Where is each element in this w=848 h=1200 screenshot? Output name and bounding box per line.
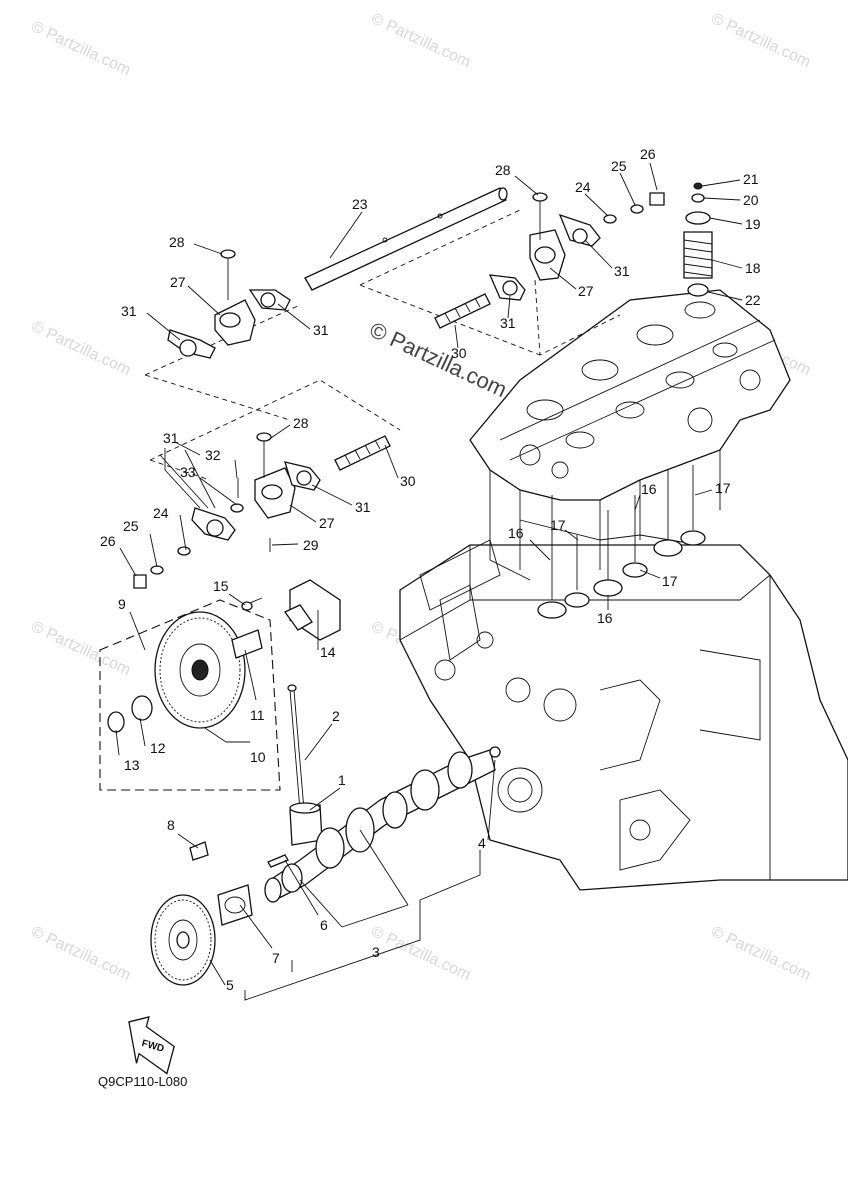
- callout-7: 7: [272, 950, 280, 966]
- pushrod-and-tappet: [287, 684, 323, 846]
- rocker-group-outline-mid: [149, 379, 401, 481]
- callout-23: 23: [352, 196, 368, 212]
- callout-31: 31: [355, 499, 371, 515]
- callout-30: 30: [451, 345, 467, 361]
- callout-31: 31: [313, 322, 329, 338]
- callout-9: 9: [118, 596, 126, 612]
- callout-33: 33: [180, 464, 196, 480]
- watermark: © Partzilla.com: [368, 10, 473, 71]
- watermark-main: © Partzilla.com: [366, 317, 511, 402]
- callout-2: 2: [332, 708, 340, 724]
- callout-1: 1: [338, 772, 346, 788]
- callout-3: 3: [372, 944, 380, 960]
- callout-27: 27: [578, 283, 594, 299]
- callout-17: 17: [550, 517, 566, 533]
- callout-21: 21: [743, 171, 759, 187]
- callout-31: 31: [163, 430, 179, 446]
- callout-13: 13: [124, 757, 140, 773]
- rocker-shaft: [304, 187, 508, 291]
- callout-20: 20: [743, 192, 759, 208]
- callout-28: 28: [495, 162, 511, 178]
- callout-27: 27: [319, 515, 335, 531]
- callout-29: 29: [303, 537, 319, 553]
- callout-12: 12: [150, 740, 166, 756]
- callout-31: 31: [614, 263, 630, 279]
- camshaft: [264, 746, 501, 903]
- callout-31: 31: [121, 303, 137, 319]
- watermark: © Partzilla.com: [28, 318, 133, 379]
- callout-10: 10: [250, 749, 266, 765]
- idle-gear-group-outline: [99, 599, 281, 791]
- callout-25: 25: [123, 518, 139, 534]
- forward-arrow: FWD: [128, 1016, 175, 1075]
- callout-16: 16: [597, 610, 613, 626]
- callout-28: 28: [293, 415, 309, 431]
- callout-22: 22: [745, 292, 761, 308]
- diagram-code: Q9CP110-L080: [98, 1074, 187, 1089]
- callout-26: 26: [640, 146, 656, 162]
- watermark: © Partzilla.com: [28, 18, 133, 79]
- callout-31: 31: [500, 315, 516, 331]
- callout-5: 5: [226, 977, 234, 993]
- rocker-group-outline-top-right: [359, 209, 621, 356]
- rocker-group-outline-top-left: [144, 304, 301, 421]
- callout-17: 17: [662, 573, 678, 589]
- valves: [537, 465, 706, 619]
- callout-24: 24: [575, 179, 591, 195]
- callout-11: 11: [250, 707, 265, 723]
- callout-18: 18: [745, 260, 761, 276]
- watermark: © Partzilla.com: [28, 923, 133, 984]
- callout-26: 26: [100, 533, 116, 549]
- engine-block: [399, 519, 848, 891]
- callout-30: 30: [400, 473, 416, 489]
- callout-27: 27: [170, 274, 186, 290]
- cylinder-head: [469, 289, 791, 581]
- watermark: © Partzilla.com: [708, 923, 813, 984]
- rocker-springs: [334, 293, 491, 471]
- callout-32: 32: [205, 447, 221, 463]
- callout-4: 4: [478, 835, 486, 851]
- callout-8: 8: [167, 817, 175, 833]
- valve-spring-stack: [683, 182, 713, 297]
- callout-24: 24: [153, 505, 169, 521]
- callout-16: 16: [641, 481, 657, 497]
- callout-19: 19: [745, 216, 761, 232]
- callouts: 28 24 25 26 21 20 19 18 22 23 28 27 31 3…: [100, 146, 761, 993]
- rocker-arm-set-top-right: [488, 192, 665, 301]
- callout-25: 25: [611, 158, 627, 174]
- leader-lines: [115, 162, 743, 1001]
- idle-gear-assembly: [107, 579, 341, 733]
- watermark: © Partzilla.com: [28, 618, 133, 679]
- rocker-arm-set-top-left: [167, 249, 291, 359]
- callout-16: 16: [508, 525, 524, 541]
- callout-17: 17: [715, 480, 731, 496]
- watermark: © Partzilla.com: [708, 10, 813, 71]
- callout-15: 15: [213, 578, 229, 594]
- cam-gear: [150, 841, 253, 986]
- callout-28: 28: [169, 234, 185, 250]
- watermark: © Partzilla.com: [368, 923, 473, 984]
- callout-6: 6: [320, 917, 328, 933]
- callout-14: 14: [320, 644, 336, 660]
